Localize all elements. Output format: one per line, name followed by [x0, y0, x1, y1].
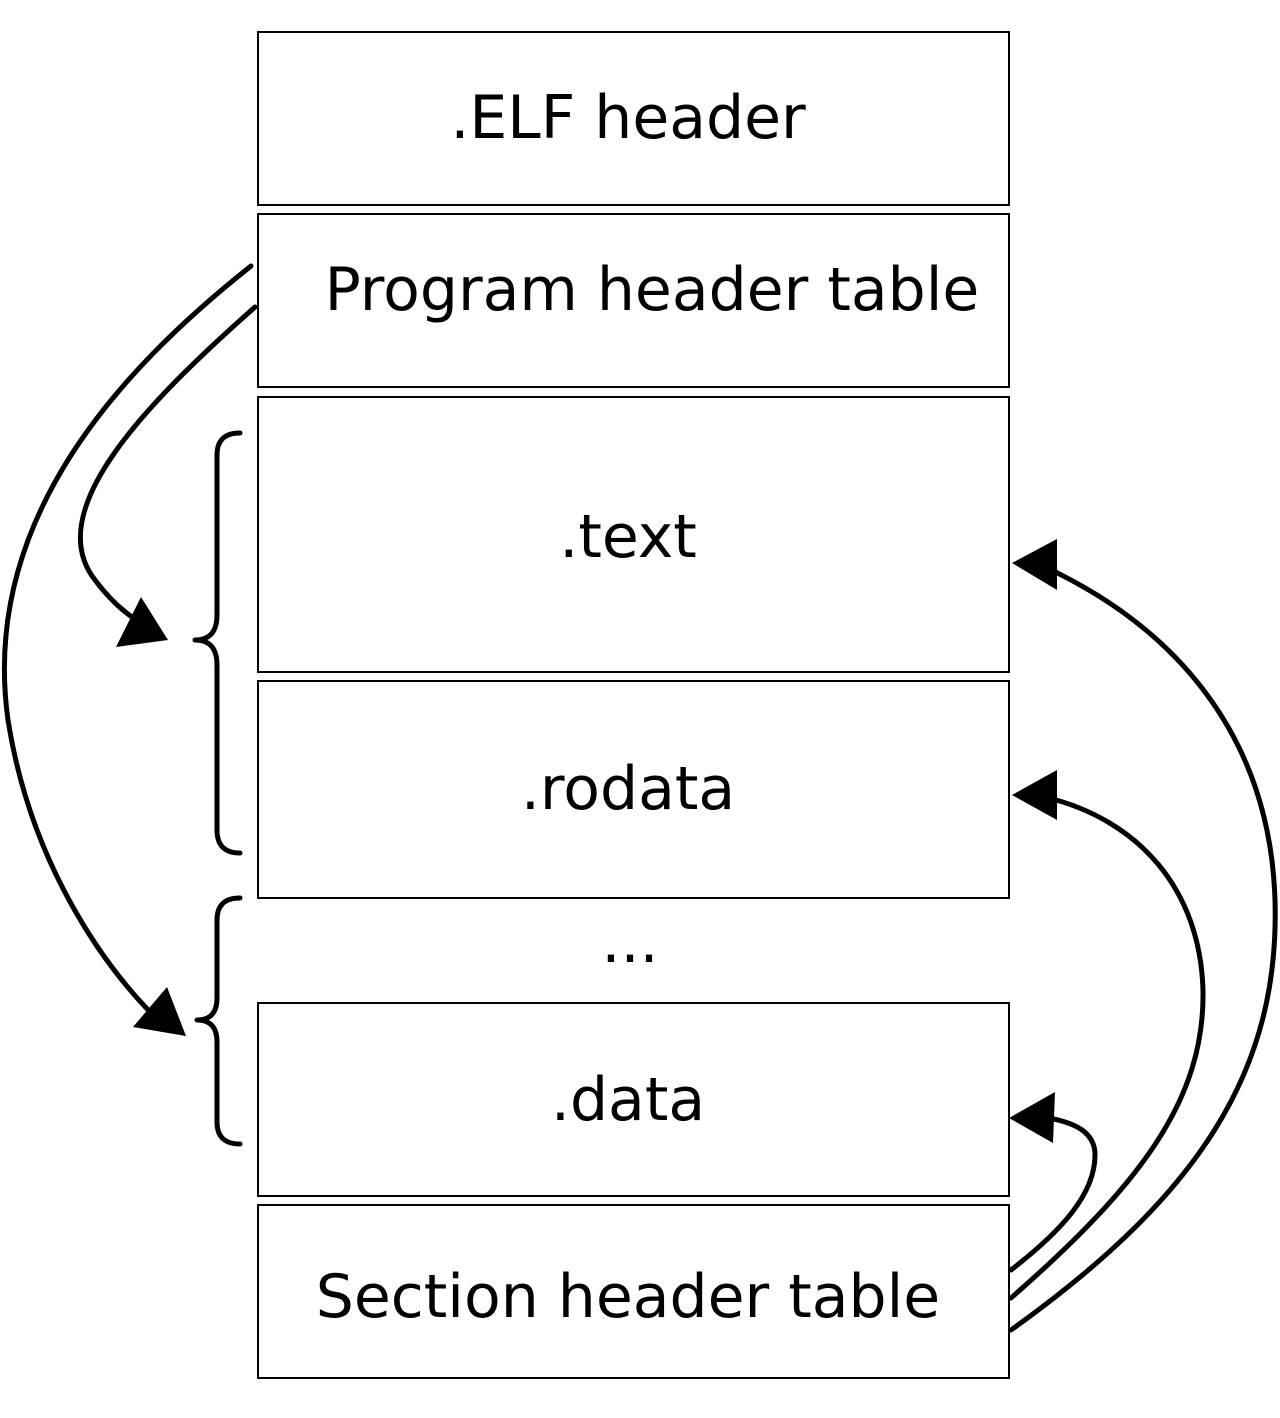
- block-data-section: .data: [257, 1002, 1010, 1197]
- section-header-arrow-to-data: [1008, 1114, 1098, 1273]
- segment-brace-upper: [192, 430, 243, 856]
- block-section-header-table-box: [257, 1204, 1010, 1379]
- section-header-arrowhead-text: [1012, 539, 1057, 590]
- block-elf-header-label: .ELF header: [450, 83, 806, 153]
- section-header-arrow-to-text: [1008, 564, 1278, 1333]
- block-text-section-label: .text: [559, 502, 697, 572]
- section-header-arrow-to-rodata: [1008, 794, 1206, 1301]
- block-elf-header: .ELF header: [257, 31, 1010, 206]
- program-header-arrow-to-text-segment: [77, 304, 258, 620]
- block-data-section-label: .data: [551, 1065, 705, 1135]
- block-program-header-table-box: [257, 213, 1010, 388]
- block-program-header-table: Program header table: [257, 213, 1010, 388]
- program-header-arrowhead-upper: [116, 597, 168, 647]
- section-header-arrowhead-rodata: [1012, 770, 1057, 820]
- block-program-header-table-label: Program header table: [325, 255, 980, 325]
- block-text-section: .text: [257, 396, 1010, 673]
- segment-brace-lower: [194, 895, 243, 1147]
- block-section-header-table: Section header table: [257, 1204, 1010, 1379]
- program-header-arrowhead-lower: [133, 987, 186, 1036]
- block-section-header-table-label: Section header table: [316, 1262, 940, 1332]
- block-rodata-section: .rodata: [257, 680, 1010, 899]
- program-header-arrow-to-data-segment: [1, 263, 254, 1015]
- block-text-section-box: [257, 396, 1010, 673]
- block-rodata-section-box: [257, 680, 1010, 899]
- block-data-section-box: [257, 1002, 1010, 1197]
- section-header-arrowhead-data: [1009, 1092, 1055, 1143]
- block-elf-header-box: [257, 31, 1010, 206]
- ellipsis-label: ...: [601, 907, 658, 977]
- block-rodata-section-label: .rodata: [521, 754, 735, 824]
